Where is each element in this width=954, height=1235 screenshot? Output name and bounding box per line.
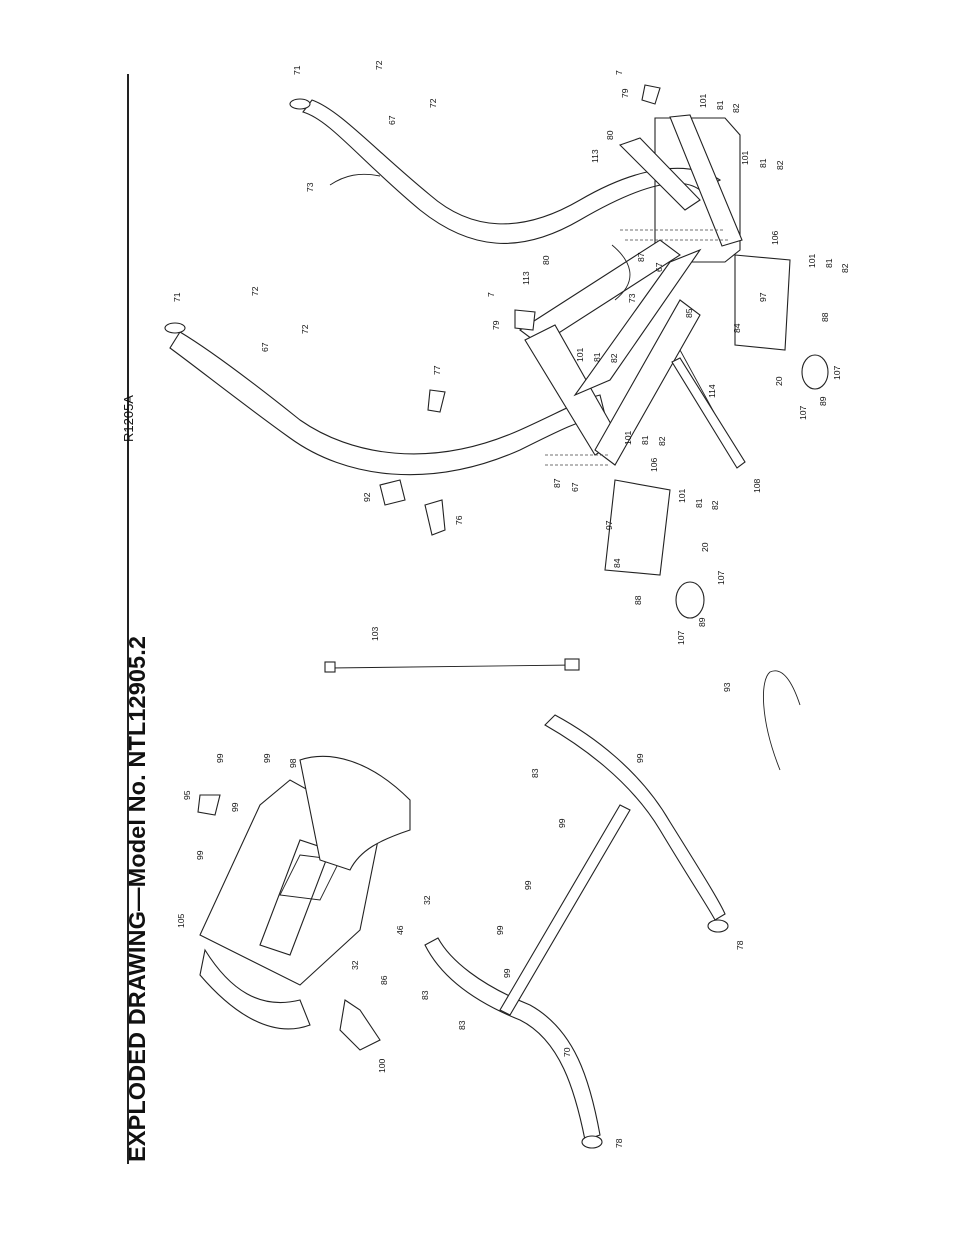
base-frame (164, 84, 829, 619)
part-label: 73 (627, 293, 637, 303)
part-label: 113 (590, 149, 600, 163)
part-label: 81 (640, 435, 650, 445)
part-label: 99 (230, 802, 240, 812)
part-label: 99 (195, 850, 205, 860)
part-label: 77 (432, 365, 442, 375)
part-label: 101 (698, 93, 708, 108)
part-label: 79 (620, 88, 630, 98)
part-label: 101 (623, 430, 633, 445)
part-label: 99 (523, 880, 533, 890)
part-label: 89 (818, 396, 828, 406)
part-label: 81 (715, 100, 725, 110)
part-label: 73 (305, 182, 315, 192)
part-label: 82 (657, 436, 667, 446)
part-label: 101 (575, 347, 585, 362)
part-label: 107 (798, 405, 808, 420)
part-label: 72 (300, 324, 310, 334)
part-label: 99 (215, 753, 225, 763)
part-label: 76 (454, 515, 464, 525)
part-label: 72 (250, 286, 260, 296)
part-label: 92 (362, 492, 372, 502)
part-label: 103 (370, 626, 380, 641)
part-label: 82 (731, 103, 741, 113)
part-label: 113 (521, 271, 531, 285)
part-label: 67 (654, 262, 664, 272)
part-label: 83 (457, 1020, 467, 1030)
title-rule (127, 74, 129, 1164)
part-label: 80 (605, 130, 615, 140)
part-label: 20 (774, 376, 784, 386)
part-label: 99 (557, 818, 567, 828)
part-label: 81 (592, 352, 602, 362)
part-label: 93 (722, 682, 732, 692)
part-label: 99 (262, 753, 272, 763)
part-label: 83 (420, 990, 430, 1000)
part-label: 99 (635, 753, 645, 763)
part-label: 101 (807, 253, 817, 268)
part-label: 88 (820, 312, 830, 322)
cable-103 (324, 658, 580, 673)
part-label: 97 (604, 520, 614, 530)
part-label: 82 (609, 353, 619, 363)
part-label: 99 (502, 968, 512, 978)
part-label: 81 (694, 498, 704, 508)
part-label: 101 (740, 150, 750, 165)
part-label: 86 (379, 975, 389, 985)
part-label: 83 (530, 768, 540, 778)
part-label: 105 (176, 913, 186, 928)
part-label: 72 (374, 60, 384, 70)
right-upright (302, 99, 743, 263)
part-label: 81 (758, 158, 768, 168)
part-label: 46 (395, 925, 405, 935)
part-label: 84 (732, 323, 742, 333)
part-label: 100 (377, 1058, 387, 1073)
part-label: 101 (677, 488, 687, 503)
part-labels: 71 72 67 72 73 7 79 101 81 82 80 113 101… (172, 60, 850, 1148)
part-label: 67 (260, 342, 270, 352)
part-label: 80 (541, 255, 551, 265)
part-label: 87 (636, 252, 646, 262)
part-label: 78 (735, 940, 745, 950)
part-label: 70 (562, 1047, 572, 1057)
part-label: 82 (710, 500, 720, 510)
part-label: 107 (676, 630, 686, 645)
part-label: 79 (491, 320, 501, 330)
part-label: 71 (292, 65, 302, 75)
part-label: 72 (428, 98, 438, 108)
part-label: 89 (697, 617, 707, 627)
part-label: 106 (770, 230, 780, 245)
part-label: 107 (716, 570, 726, 585)
part-label: 82 (775, 160, 785, 170)
part-label: 32 (422, 895, 432, 905)
part-label: 88 (633, 595, 643, 605)
part-label: 7 (486, 292, 496, 297)
part-label: 32 (350, 960, 360, 970)
part-label: 7 (614, 70, 624, 75)
part-label: 98 (288, 758, 298, 768)
part-label: 84 (612, 558, 622, 568)
part-label: 97 (758, 292, 768, 302)
console-assembly (197, 755, 411, 1051)
part-label: 85 (684, 308, 694, 318)
part-label: 71 (172, 292, 182, 302)
wire-93 (763, 670, 801, 771)
part-label: 81 (824, 258, 834, 268)
part-label: 67 (570, 482, 580, 492)
part-label: 106 (649, 457, 659, 472)
part-label: 87 (552, 478, 562, 488)
part-label: 108 (752, 478, 762, 493)
part-label: 78 (614, 1138, 624, 1148)
part-label: 114 (707, 384, 717, 398)
part-label: 99 (495, 925, 505, 935)
front-frame-70 (424, 714, 729, 1149)
part-label: 67 (387, 115, 397, 125)
part-label: 82 (840, 263, 850, 273)
part-label: 107 (832, 365, 842, 380)
part-label: 20 (700, 542, 710, 552)
part-label: 95 (182, 790, 192, 800)
